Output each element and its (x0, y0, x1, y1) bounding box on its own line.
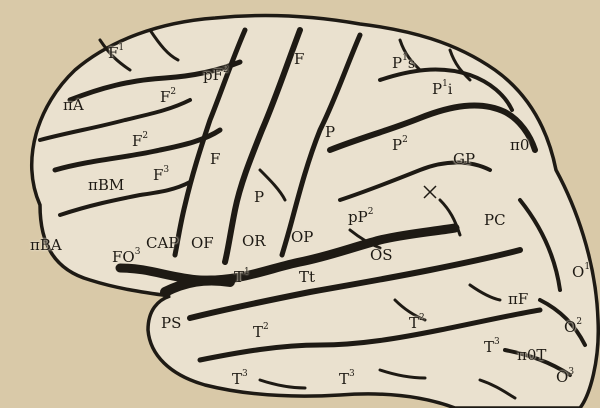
region-label-t3-left: T3 (232, 372, 248, 387)
region-label-base: πF (508, 290, 528, 308)
region-label-or: OR (242, 234, 266, 249)
region-label-f-mid: F (210, 152, 220, 167)
region-label-superscript: 3 (349, 369, 355, 379)
region-label-t3-mid: T3 (339, 372, 355, 387)
region-label-superscript: 2 (368, 207, 374, 217)
region-label-superscript: 2 (223, 65, 229, 75)
region-label-base: T (232, 370, 242, 388)
region-label-t3-right: T3 (484, 340, 500, 355)
region-label-p-upper: P (325, 125, 335, 140)
region-label-f1-top: F1 (108, 46, 124, 61)
region-label-superscript: 3 (242, 369, 248, 379)
region-label-cap: CAP (146, 236, 178, 251)
region-label-superscript: 2 (576, 317, 582, 327)
region-label-base: OP (291, 228, 313, 246)
region-label-base: P (392, 136, 402, 154)
region-label-base: π0T (517, 346, 546, 364)
region-label-base: OF (191, 234, 214, 252)
region-label-base: πA (63, 96, 84, 114)
region-label-base: O (556, 368, 568, 386)
region-label-tt: Tt (299, 270, 315, 285)
region-label-base: P (432, 80, 442, 98)
region-label-base: CAP (146, 234, 178, 252)
region-label-superscript: 2 (263, 322, 269, 332)
region-label-base: P (392, 54, 402, 72)
region-label-o1: O1 (572, 265, 590, 280)
region-label-superscript: 3 (494, 337, 500, 347)
region-label-f2-upper: F2 (160, 90, 176, 105)
region-label-ps: PS (161, 316, 181, 331)
region-label-base: Tt (299, 268, 315, 286)
region-label-o2: O2 (564, 320, 582, 335)
region-label-t2-left: T2 (253, 325, 269, 340)
region-label-base: T (234, 268, 244, 286)
region-label-p-mid: P (254, 190, 264, 205)
region-label-gp: GP (453, 152, 475, 167)
region-label-pif: πF (508, 292, 528, 307)
region-label-base: O (564, 318, 576, 336)
region-label-superscript: 1 (244, 267, 250, 277)
region-label-base: PS (161, 314, 181, 332)
region-label-base: T (409, 314, 419, 332)
region-label-base: π0 (510, 136, 529, 154)
region-label-base: P (254, 188, 264, 206)
region-label-base: F (210, 150, 220, 168)
region-label-base: F (294, 50, 304, 68)
region-label-superscript: 2 (142, 131, 148, 141)
region-label-superscript: 2 (402, 135, 408, 145)
region-label-base: GP (453, 150, 475, 168)
region-label-pibm: πBM (88, 178, 124, 193)
region-label-superscript: 1 (584, 262, 590, 272)
region-label-superscript: 2 (419, 313, 425, 323)
region-label-o3: O3 (556, 370, 574, 385)
region-label-f3: F3 (153, 168, 169, 183)
region-label-base: F (160, 88, 170, 106)
region-label-pc: PC (484, 213, 506, 228)
region-label-base: πBM (88, 176, 124, 194)
region-label-base: FO (112, 248, 135, 266)
region-label-p2: P2 (392, 138, 408, 153)
region-label-base: T (484, 338, 494, 356)
region-label-base: F (132, 132, 142, 150)
region-label-superscript: 3 (568, 367, 574, 377)
region-label-pf2: pF2 (203, 68, 229, 83)
region-label-base: T (253, 323, 263, 341)
region-label-superscript: 1 (442, 79, 448, 89)
region-label-base: OR (242, 232, 266, 250)
region-label-f2-mid: F2 (132, 134, 148, 149)
region-label-superscript: 3 (163, 165, 169, 175)
region-label-superscript: 2 (170, 87, 176, 97)
region-label-base: PC (484, 211, 506, 229)
region-label-base: O (572, 263, 584, 281)
region-label-base: F (153, 166, 163, 184)
region-label-fo3: FO3 (112, 250, 140, 265)
region-label-base: pF (203, 66, 223, 84)
region-label-piba: πBA (30, 238, 62, 253)
region-label-op: OP (291, 230, 313, 245)
region-label-base: πBA (30, 236, 62, 254)
region-label-base: F (108, 44, 118, 62)
region-label-base: pP (348, 208, 368, 226)
region-label-t2-right: T2 (409, 316, 425, 331)
region-label-superscript: 1 (402, 53, 408, 63)
region-label-pi0: π0 (510, 138, 529, 153)
region-label-base: P (325, 123, 335, 141)
region-label-superscript: 3 (135, 247, 141, 257)
region-label-t1: T1 (234, 270, 250, 285)
region-label-os: OS (370, 248, 393, 263)
region-label-pia: πA (63, 98, 84, 113)
region-label-superscript: 1 (118, 43, 124, 53)
region-label-pp2: pP2 (348, 210, 373, 225)
region-label-p1s: P1s (392, 56, 415, 71)
region-label-base: T (339, 370, 349, 388)
region-label-suffix: i (448, 82, 452, 98)
brain-outline (32, 16, 599, 408)
region-label-of: OF (191, 236, 214, 251)
region-label-p1i: P1i (432, 82, 452, 97)
region-label-suffix: s (408, 56, 415, 72)
region-label-pi0t: π0T (517, 348, 546, 363)
region-label-f-top: F (294, 52, 304, 67)
region-label-base: OS (370, 246, 393, 264)
